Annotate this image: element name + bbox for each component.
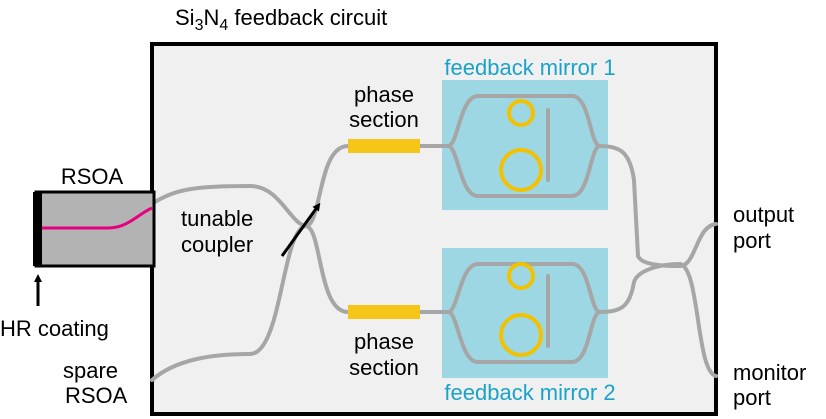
chip-title-mid: N — [203, 5, 219, 30]
phase-section-bottom-bar — [348, 305, 420, 319]
feedback-mirror-2-label: feedback mirror 2 — [444, 380, 615, 405]
lower-branch-waveguide — [304, 224, 350, 314]
phase-section-top-label-line2: section — [349, 107, 419, 132]
chip-title: Si3N4 feedback circuit — [175, 5, 387, 34]
phase-section-top-bar — [348, 139, 420, 153]
chip-title-prefix: Si — [175, 5, 195, 30]
monitor-port-label-line2: port — [733, 385, 771, 410]
output-port-label-line2: port — [733, 228, 771, 253]
phase-section-bottom-label-line2: section — [349, 355, 419, 380]
monitor-port-waveguide — [678, 262, 718, 378]
phase-section-top-label-line1: phase — [354, 82, 414, 107]
tunable-coupler-label-line2: coupler — [181, 232, 253, 257]
feedback-mirror-2-box — [442, 248, 608, 378]
ring-resonator-large-1 — [499, 148, 543, 192]
upper-branch-waveguide — [304, 144, 350, 228]
hr-coating-facet — [33, 192, 42, 266]
ring-resonator-small-2 — [507, 262, 535, 290]
rsoa-active-waveguide — [42, 206, 153, 230]
monitor-port-label-line1: monitor — [733, 360, 806, 385]
rsoa-waveguide-to-coupler — [150, 184, 308, 228]
ring-resonator-small-1 — [507, 99, 535, 127]
mirror-1-loop-waveguide — [446, 94, 602, 198]
spare-rsoa-label-line2: RSOA — [65, 383, 128, 408]
spare-rsoa-waveguide — [150, 224, 308, 382]
ring-resonator-large-2 — [499, 313, 543, 357]
phase-section-bottom-label-line1: phase — [354, 329, 414, 354]
tunable-coupler-label-line1: tunable — [181, 206, 253, 231]
hr-coating-label: HR coating — [0, 316, 109, 341]
output-port-label-line1: output — [733, 202, 794, 227]
mirror-2-to-combiner — [598, 262, 682, 314]
rsoa-label: RSOA — [61, 164, 124, 189]
chip-title-sub2: 4 — [219, 17, 228, 34]
rings-mirror-1 — [499, 99, 543, 192]
feedback-mirror-1-label: feedback mirror 1 — [444, 55, 615, 80]
diagonal-arrow-icon — [280, 202, 321, 257]
rings-mirror-2 — [499, 262, 543, 357]
waveguides — [150, 94, 718, 382]
chip-title-suffix: feedback circuit — [228, 5, 387, 30]
spare-rsoa-label-line1: spare — [63, 358, 118, 383]
chip-title-sub1: 3 — [195, 17, 204, 34]
